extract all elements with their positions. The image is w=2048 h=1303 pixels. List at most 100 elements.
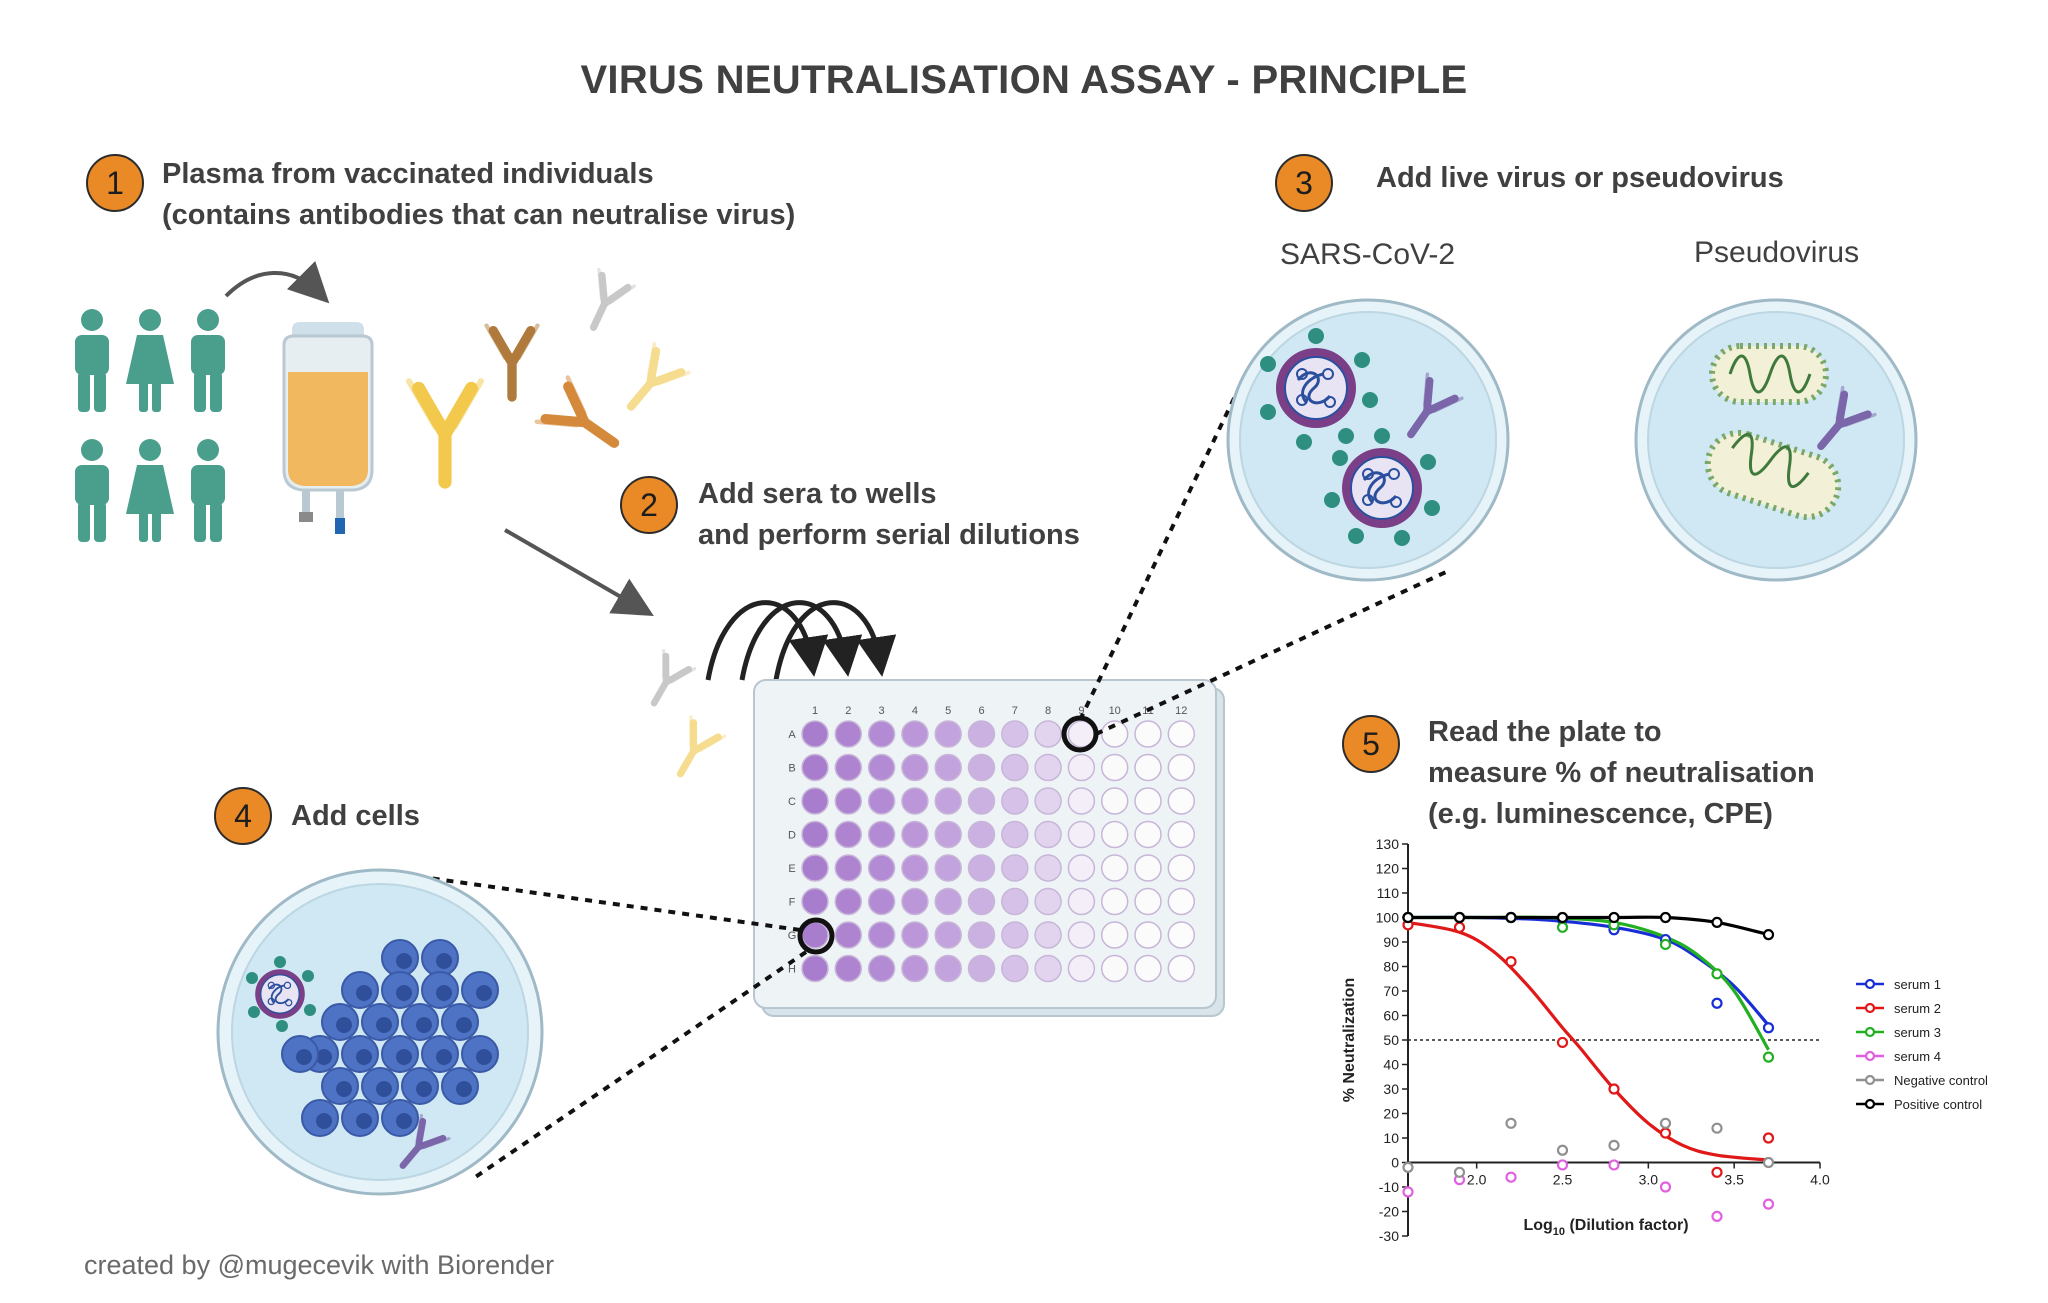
data-point — [1659, 1117, 1672, 1129]
data-point — [1608, 1139, 1620, 1151]
plate-column-label: 12 — [1175, 705, 1187, 717]
sars-cov-2-virus-icon — [1260, 328, 1378, 450]
y-tick-label: 40 — [1383, 1057, 1399, 1073]
plate-well — [867, 787, 896, 815]
sars-cov-2-dish — [1226, 298, 1510, 582]
plate-well — [967, 887, 996, 916]
data-point — [1711, 916, 1723, 929]
plasma-bag-icon — [282, 322, 374, 534]
data-point — [1556, 1036, 1569, 1049]
step-1-badge: 1 — [86, 154, 144, 212]
data-point — [1505, 1171, 1517, 1183]
cell-icon — [341, 971, 379, 1009]
data-point — [1556, 911, 1569, 924]
plate-well — [1100, 887, 1129, 916]
plate-wells — [801, 720, 1196, 983]
y-tick-label: 120 — [1376, 861, 1400, 877]
cell-icon — [401, 1067, 439, 1105]
plate-column-label: 3 — [879, 705, 885, 717]
plate-well — [901, 854, 929, 882]
plate-well — [934, 854, 962, 882]
y-tick-label: 60 — [1383, 1008, 1399, 1024]
antibody-icon — [487, 326, 538, 397]
y-tick-label: 0 — [1391, 1155, 1399, 1171]
antibody-icon — [537, 377, 630, 465]
data-point — [1659, 938, 1672, 951]
cell-icon — [281, 1035, 319, 1073]
vaccinated-people-group — [75, 309, 225, 542]
data-point — [1505, 911, 1517, 924]
plate-well — [801, 854, 829, 882]
data-point — [1556, 1159, 1569, 1171]
cell-icon — [381, 971, 419, 1009]
page-title: VIRUS NEUTRALISATION ASSAY - PRINCIPLE — [580, 58, 1468, 102]
cell-icon — [421, 939, 459, 977]
person-icon — [191, 439, 225, 542]
plate-well — [1001, 854, 1029, 882]
plate-well — [901, 720, 929, 748]
y-tick-label: -20 — [1379, 1204, 1399, 1220]
plate-well — [1067, 820, 1096, 849]
arrow-icon — [739, 600, 863, 681]
y-tick-label: 50 — [1383, 1032, 1399, 1048]
plate-well — [867, 820, 896, 849]
step-1-line-2: (contains antibodies that can neutralise… — [162, 199, 796, 231]
data-point — [1762, 1051, 1775, 1063]
y-tick-label: 100 — [1376, 910, 1400, 926]
cell-icon — [381, 939, 419, 977]
pseudovirus-label: Pseudovirus — [1694, 236, 1860, 269]
plate-well — [801, 720, 829, 748]
data-point — [1608, 911, 1620, 924]
plate-well — [1134, 887, 1162, 916]
step-1-line-1: Plasma from vaccinated individuals — [162, 158, 654, 190]
cell-icon — [341, 1099, 379, 1137]
plate-well — [1100, 921, 1129, 949]
plate-well — [1167, 720, 1196, 748]
plate-well — [1134, 854, 1162, 882]
legend-item: serum 2 — [1856, 1001, 1941, 1016]
legend-label: Positive control — [1894, 1097, 1982, 1112]
data-point — [1402, 1161, 1414, 1174]
plate-column-label: 9 — [1078, 705, 1084, 717]
data-point — [1711, 968, 1723, 980]
plate-well — [901, 954, 929, 983]
plate-well — [801, 820, 829, 849]
y-tick-label: 130 — [1376, 836, 1400, 852]
y-tick-label: 10 — [1383, 1130, 1399, 1146]
plate-well — [967, 921, 996, 949]
data-point — [1556, 1144, 1569, 1156]
data-point — [1659, 911, 1672, 924]
plate-well — [834, 921, 863, 949]
plate-well — [934, 954, 962, 983]
plate-well — [834, 720, 863, 748]
plate-well — [934, 787, 962, 815]
cell-icon — [341, 1035, 379, 1073]
data-point — [1402, 911, 1414, 924]
plate-column-label: 7 — [1012, 705, 1018, 717]
plate-well — [1100, 753, 1129, 782]
plate-column-label: 8 — [1045, 705, 1051, 717]
xlabel-log: Log — [1523, 1217, 1552, 1234]
step-2-line-2: and perform serial dilutions — [698, 519, 1080, 551]
plate-row-label: E — [788, 863, 795, 875]
series-curve — [1408, 915, 1770, 1051]
plate-well — [1001, 887, 1029, 916]
plate-row-label: A — [788, 729, 796, 741]
cell-icon — [401, 1003, 439, 1041]
data-point — [1762, 1022, 1775, 1034]
plate-well — [867, 887, 896, 916]
plate-well — [967, 787, 996, 815]
arrow-icon — [705, 600, 829, 681]
plate-well — [867, 720, 896, 748]
plate-well — [901, 820, 929, 849]
pseudovirus-particle-icon — [1709, 343, 1829, 405]
step-2-badge: 2 — [620, 476, 678, 534]
plate-well — [1100, 720, 1129, 748]
person-icon — [75, 439, 109, 542]
y-tick-label: 90 — [1383, 934, 1399, 950]
plate-well — [1001, 820, 1029, 849]
person-icon — [75, 309, 109, 412]
person-icon — [126, 309, 174, 412]
y-tick-label: 20 — [1383, 1106, 1399, 1122]
plate-well — [801, 887, 829, 916]
